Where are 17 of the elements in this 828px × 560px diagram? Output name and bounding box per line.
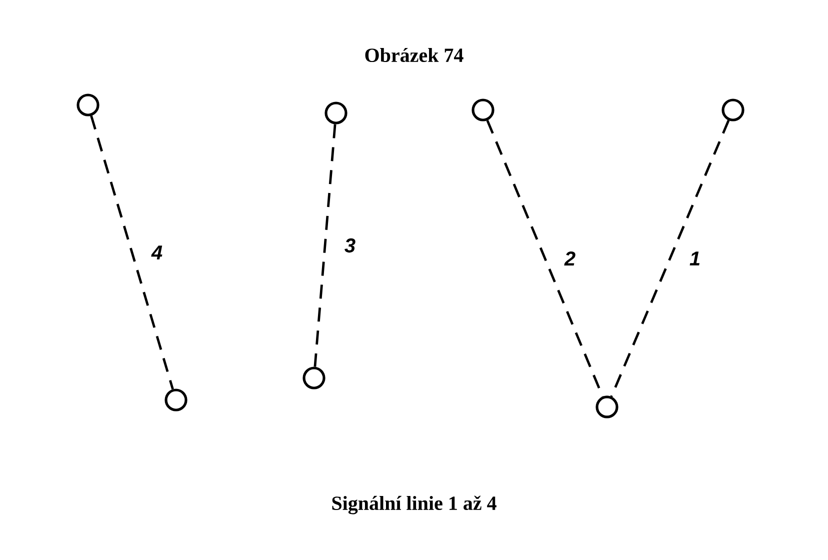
caption: Signální linie 1 až 4 <box>332 496 496 514</box>
dashed-line <box>314 124 336 367</box>
edge-label: 2 <box>563 250 577 266</box>
circle <box>302 366 326 390</box>
edge-label: 4 <box>150 244 164 260</box>
circle <box>722 98 744 122</box>
edge-label: 3 <box>343 237 357 254</box>
dashed-line <box>486 120 604 398</box>
circle <box>596 396 618 418</box>
circle <box>472 98 494 122</box>
dashed-line <box>610 120 730 398</box>
edge-label: 1 <box>688 250 702 266</box>
dashed-line <box>90 115 174 390</box>
title: Obrázek 74 <box>365 48 464 62</box>
circle <box>164 388 188 412</box>
circle <box>324 102 348 124</box>
circle <box>76 94 100 116</box>
